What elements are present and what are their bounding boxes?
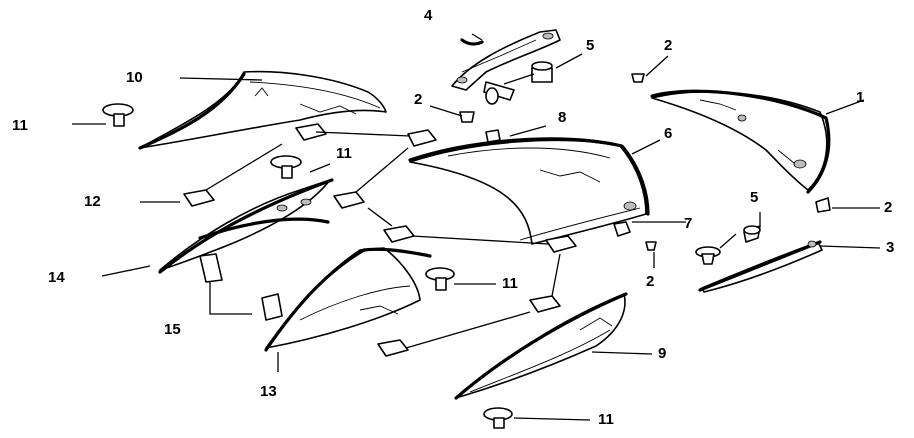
part-6-seat-cowl [408, 137, 650, 245]
part-14-under-trim [158, 178, 334, 274]
part-4-bracket [451, 29, 561, 91]
callout-4: 4 [424, 7, 433, 24]
part-15-clamps [199, 253, 283, 321]
part-5-pins-lower [695, 225, 761, 265]
callout-9: 9 [658, 345, 667, 362]
callout-2: 2 [884, 199, 893, 216]
callout-11: 11 [502, 275, 518, 292]
callout-5: 5 [750, 189, 759, 206]
part-5-pins-top [483, 61, 553, 105]
callout-11: 11 [12, 117, 28, 134]
part-7-8-clips [485, 129, 631, 237]
part-9-side-panel [454, 292, 628, 400]
callout-8: 8 [558, 109, 567, 126]
callout-7: 7 [684, 215, 693, 232]
part-11-rivets [102, 103, 513, 429]
callout-14: 14 [48, 269, 65, 286]
callout-2: 2 [414, 91, 423, 108]
callout-10: 10 [126, 69, 143, 86]
callout-13: 13 [260, 383, 277, 400]
part-2-screws [459, 73, 831, 251]
callout-11: 11 [336, 145, 352, 162]
callout-6: 6 [664, 125, 673, 142]
callout-12: 12 [84, 193, 101, 210]
callout-2: 2 [664, 37, 673, 54]
callout-11: 11 [598, 411, 614, 428]
callout-5: 5 [586, 37, 595, 54]
callout-3: 3 [886, 239, 895, 256]
leader-lines [72, 33, 881, 421]
part-13-lower-panel [264, 247, 432, 352]
part-1-rear-cover [650, 89, 831, 194]
callout-2: 2 [646, 273, 655, 290]
callout-15: 15 [164, 321, 181, 338]
callout-1: 1 [856, 89, 865, 106]
part-3-rail [698, 240, 823, 293]
part-10-side-cover [138, 70, 387, 150]
part-12-clip-nuts [183, 123, 577, 357]
